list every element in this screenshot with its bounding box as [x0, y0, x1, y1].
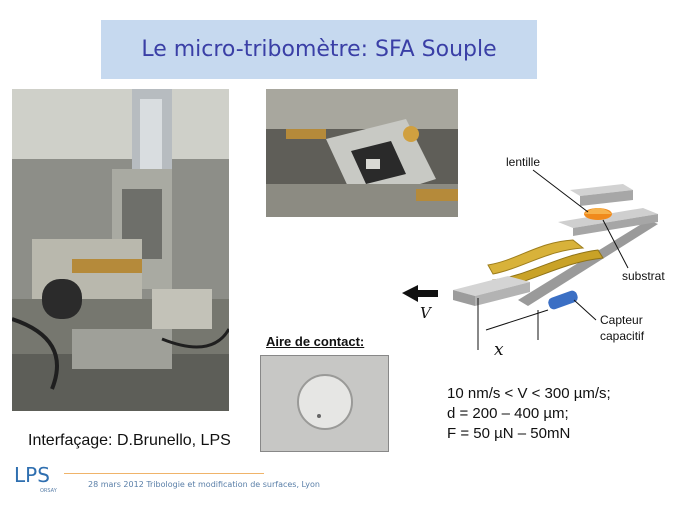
label-capteur-2: capacitif — [600, 329, 645, 343]
slide-title: Le micro-tribomètre: SFA Souple — [141, 37, 497, 62]
param-velocity: 10 nm/s < V < 300 µm/s; — [447, 385, 611, 402]
param-distance: d = 200 – 400 µm; — [447, 405, 569, 422]
footer-text: 28 mars 2012 Tribologie et modification … — [88, 480, 320, 489]
label-lentille: lentille — [506, 155, 540, 169]
label-capteur-1: Capteur — [600, 313, 643, 327]
contact-area-image — [260, 355, 389, 452]
label-substrat: substrat — [622, 269, 665, 283]
label-x: x — [494, 340, 504, 360]
slide-title-box: Le micro-tribomètre: SFA Souple — [101, 20, 537, 79]
svg-text:LPS: LPS — [14, 463, 50, 487]
svg-text:ORSAY: ORSAY — [40, 488, 58, 494]
contact-area-title: Aire de contact: — [266, 334, 365, 349]
parameters-list: 10 nm/s < V < 300 µm/s; d = 200 – 400 µm… — [447, 384, 611, 444]
label-velocity: V — [420, 304, 433, 322]
tribometer-diagram: lentille substrat Capteur capacitif V x — [398, 150, 668, 362]
param-force: F = 50 µN – 50mN — [447, 425, 571, 442]
lps-logo: LPS ORSAY — [14, 462, 74, 496]
footer-divider — [64, 473, 264, 474]
apparatus-photo — [12, 89, 229, 411]
interface-caption: Interfaçage: D.Brunello, LPS — [28, 432, 231, 449]
closeup-photo — [266, 89, 458, 217]
